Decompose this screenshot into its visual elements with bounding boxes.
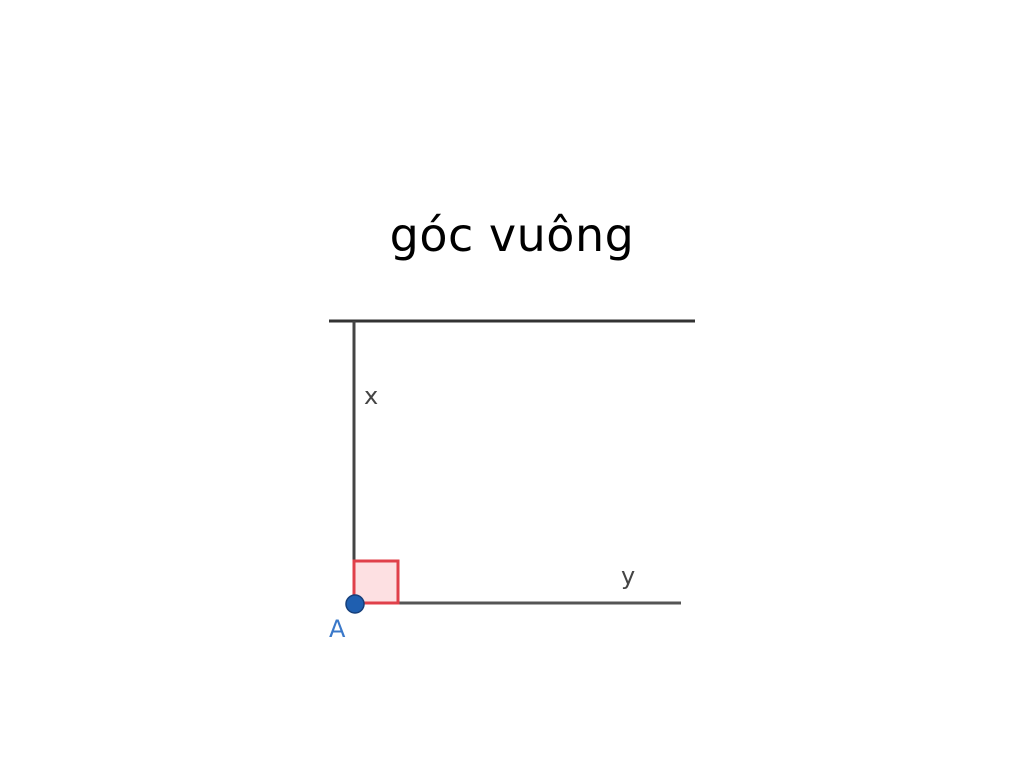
ray-x-label: x bbox=[364, 382, 378, 410]
vertex-point-a bbox=[345, 594, 365, 614]
right-angle-marker bbox=[352, 559, 400, 605]
vertex-a-label: A bbox=[329, 615, 346, 643]
page-title: góc vuông bbox=[389, 208, 635, 262]
ray-y-label: y bbox=[621, 562, 635, 590]
